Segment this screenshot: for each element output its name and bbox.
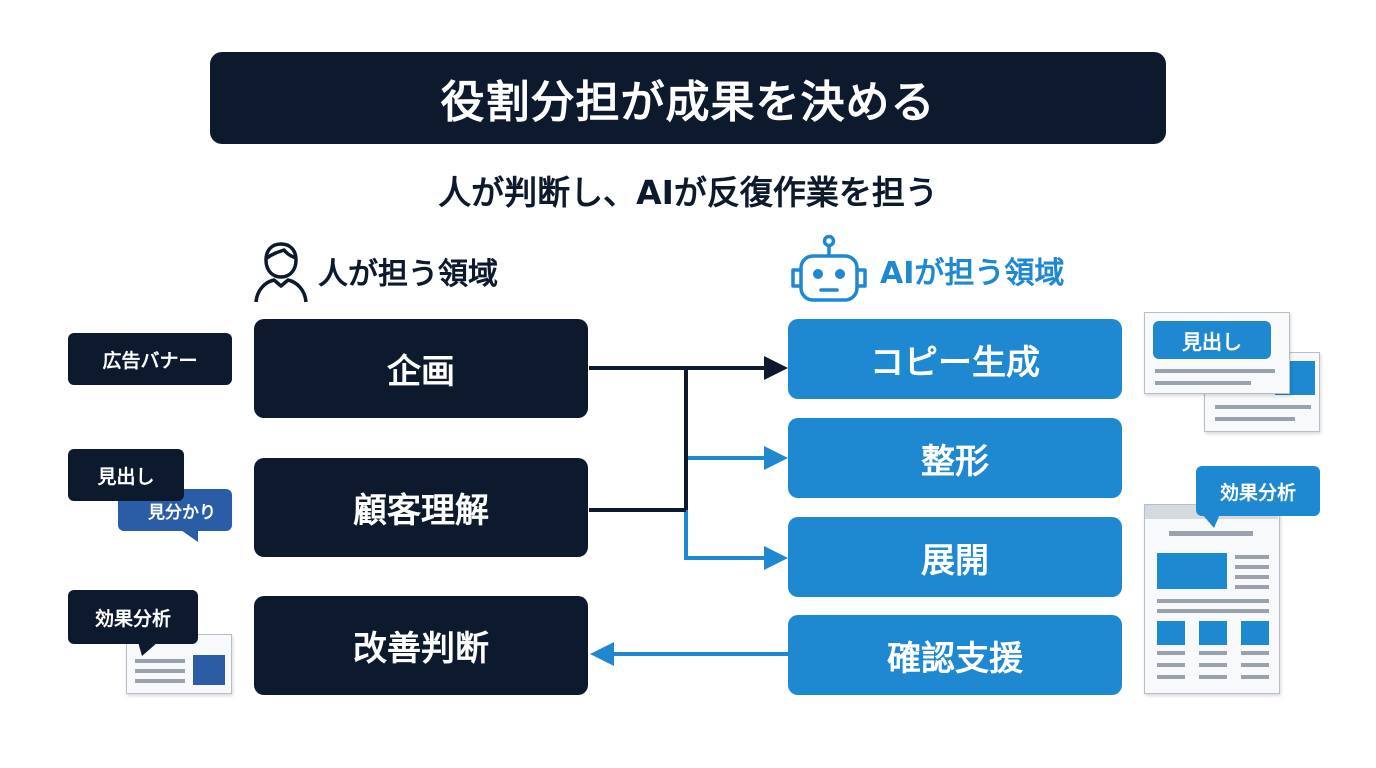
arrowhead-deployment	[764, 546, 788, 570]
arrowhead-formatting	[764, 446, 788, 470]
ad-banner-tag: 広告バナー	[68, 333, 232, 385]
subtitle: 人が判断し、AIが反復作業を担う	[438, 173, 938, 212]
headline-tag-left-label: 見出し	[97, 465, 155, 488]
planning-box: 企画	[254, 319, 588, 418]
title-banner: 役割分担が成果を決める	[210, 52, 1166, 144]
copy-generation-box: コピー生成	[788, 319, 1122, 399]
customer-understanding-box: 顧客理解	[254, 458, 588, 557]
ad-banner-tag-label: 広告バナー	[102, 349, 198, 372]
clarity-tag-tail	[178, 528, 198, 542]
robot-icon	[791, 234, 867, 302]
headline-tag-right: 見出し	[1153, 321, 1271, 359]
review-support-box: 確認支援	[788, 615, 1122, 695]
effect-analysis-tag-right: 効果分析	[1196, 466, 1320, 516]
improvement-decision-label: 改善判断	[353, 629, 489, 669]
effect-analysis-tag-right-tail	[1202, 514, 1220, 528]
deployment-label: 展開	[921, 540, 989, 581]
connector-to-deployment	[684, 510, 766, 560]
effect-analysis-tag-left-label: 効果分析	[94, 607, 171, 630]
clarity-tag-label: 見分かり	[148, 502, 216, 523]
arrowhead-improve	[590, 642, 614, 666]
deployment-box: 展開	[788, 517, 1122, 597]
ai-area-heading: AIが担う領域	[788, 234, 1064, 306]
human-area-label: 人が担う領域	[318, 257, 498, 292]
improvement-decision-box: 改善判断	[254, 596, 588, 695]
arrowhead-copy	[764, 356, 788, 380]
customer-understanding-label: 顧客理解	[353, 491, 489, 531]
effect-analysis-tag-left: 効果分析	[68, 590, 198, 644]
ai-area-label: AIが担う領域	[880, 256, 1065, 291]
formatting-label: 整形	[921, 441, 989, 482]
page-title: 役割分担が成果を決める	[440, 77, 936, 128]
human-area-heading: 人が担う領域	[252, 236, 498, 306]
effect-analysis-tag-left-tail	[138, 642, 158, 656]
copy-generation-label: コピー生成	[870, 342, 1040, 383]
formatting-box: 整形	[788, 418, 1122, 498]
planning-label: 企画	[387, 352, 455, 392]
headline-tag-right-label: 見出し	[1182, 329, 1242, 354]
review-support-label: 確認支援	[887, 638, 1023, 679]
headline-document-front: 見出し	[1144, 312, 1290, 394]
person-icon	[254, 242, 308, 303]
effect-analysis-tag-right-label: 効果分析	[1219, 481, 1296, 504]
analysis-report-document	[1144, 504, 1280, 694]
headline-tag-left: 見出し	[68, 449, 184, 501]
